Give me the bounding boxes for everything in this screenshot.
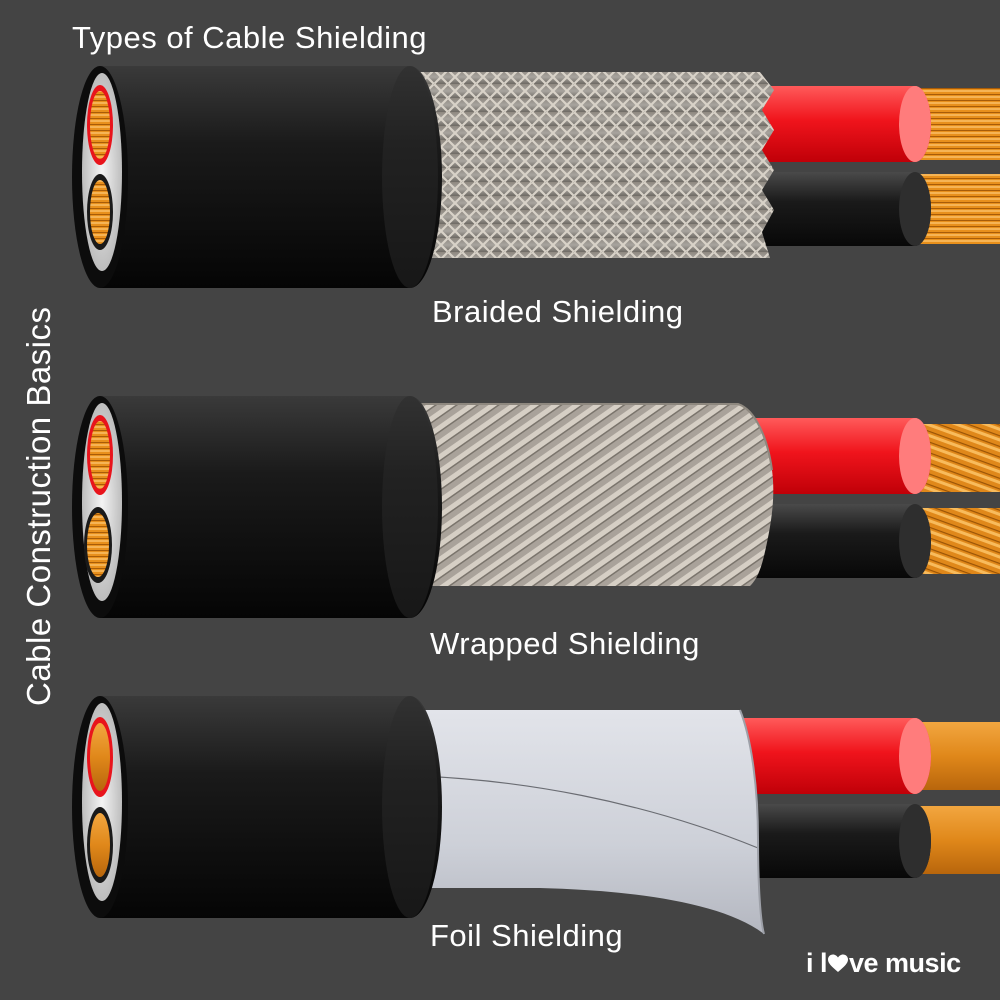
foil-shielding-label: Foil Shielding [430,918,624,953]
cable-jacket [100,66,442,288]
brand-logo: i l ve music [806,948,961,979]
heart-icon [828,954,849,972]
red-conductor [740,418,931,494]
page-title: Types of Cable Shielding [72,20,427,55]
cable-end-face [72,66,128,288]
cable-end-face [72,696,128,918]
cable-end-face [72,396,128,618]
logo-suffix: ve music [849,948,961,978]
braided-cable [72,66,1000,288]
side-title: Cable Construction Basics [20,306,57,706]
red-conductor [740,718,931,794]
braid-shield [418,72,774,258]
cable-jacket [100,696,442,918]
logo-prefix: i l [806,948,828,978]
foil-shield [418,710,764,934]
cable-jacket [100,396,442,618]
red-conductor [740,86,931,162]
wrapped-shield [418,404,774,586]
foil-cable [72,696,1000,935]
black-conductor [740,504,931,578]
wrapped-shielding-label: Wrapped Shielding [430,626,700,661]
black-conductor [740,804,931,878]
braided-shielding-label: Braided Shielding [432,294,684,329]
black-conductor [740,172,931,246]
wrapped-cable [72,396,1000,618]
